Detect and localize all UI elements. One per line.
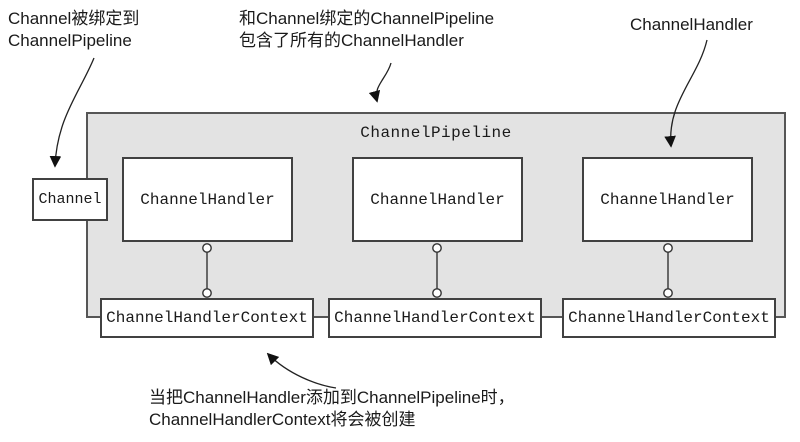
annotation-pipeline-contains-line1: 和Channel绑定的ChannelPipeline	[239, 9, 495, 28]
arrow-to-context-icon	[266, 352, 337, 389]
channel-handler-context-box-1: ChannelHandlerContext	[100, 298, 314, 338]
arrow-to-channel-icon	[49, 57, 95, 168]
channel-handler-box-3: ChannelHandler	[582, 157, 753, 242]
lollipop-connector-3	[663, 243, 673, 298]
annotation-channel-binding-line1: Channel被绑定到	[8, 9, 140, 28]
annotation-channel-binding: Channel被绑定到 ChannelPipeline	[8, 8, 139, 52]
annotation-pipeline-contains: 和Channel绑定的ChannelPipeline 包含了所有的Channel…	[239, 8, 494, 52]
channel-pipeline-title: ChannelPipeline	[360, 124, 512, 142]
annotation-context-creation-line1: 当把ChannelHandler添加到ChannelPipeline时，	[149, 388, 515, 407]
channel-handler-box-2: ChannelHandler	[352, 157, 523, 242]
lollipop-connector-1	[202, 243, 212, 298]
channel-box: Channel	[32, 178, 108, 221]
arrow-to-pipeline-icon	[368, 62, 392, 103]
channel-handler-box-1: ChannelHandler	[122, 157, 293, 242]
annotation-pipeline-contains-line2: 包含了所有的ChannelHandler	[239, 31, 464, 50]
annotation-context-creation-line2: ChannelHandlerContext将会被创建	[149, 410, 416, 429]
annotation-context-creation: 当把ChannelHandler添加到ChannelPipeline时， Cha…	[149, 387, 515, 431]
lollipop-connector-2	[432, 243, 442, 298]
annotation-channel-binding-line2: ChannelPipeline	[8, 31, 132, 50]
annotation-channel-handler: ChannelHandler	[630, 15, 753, 34]
channel-handler-context-box-3: ChannelHandlerContext	[562, 298, 776, 338]
arrow-to-handler-icon	[664, 39, 708, 148]
channel-handler-context-box-2: ChannelHandlerContext	[328, 298, 542, 338]
